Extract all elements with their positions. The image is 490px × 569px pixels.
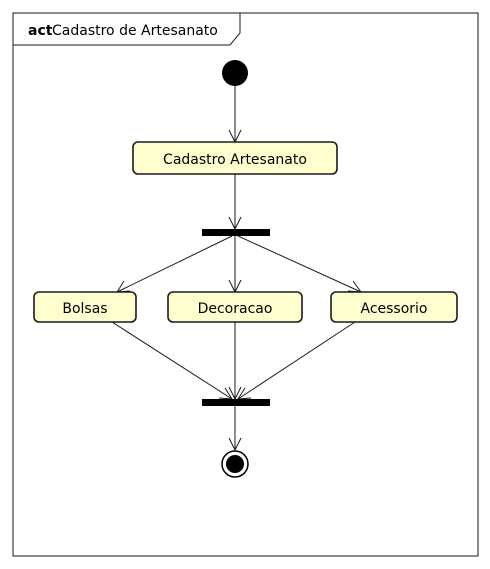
diagram-frame — [12, 12, 479, 557]
frame-keyword: act — [28, 23, 53, 39]
edge-bolsas-to-join — [111, 321, 233, 400]
join-bar — [202, 399, 270, 406]
action-decoracao: Decoracao — [167, 291, 303, 323]
action-label: Acessorio — [360, 301, 427, 317]
arrowhead — [228, 437, 242, 452]
action-box — [33, 291, 137, 323]
initial-node — [222, 60, 248, 86]
frame-title-tab — [12, 12, 241, 46]
action-bolsas: Bolsas — [33, 291, 137, 323]
action-acessorio: Acessorio — [330, 291, 458, 323]
action-label: Decoracao — [198, 301, 273, 317]
edge-acessorio-to-join — [237, 321, 356, 400]
edge-fork-to-bolsas — [116, 235, 233, 293]
action-cadastro-artesanato: Cadastro Artesanato — [132, 141, 338, 175]
frame-title: Cadastro de Artesanato — [52, 23, 218, 39]
final-node-core — [226, 455, 244, 473]
edge-fork-to-acessorio — [237, 235, 362, 293]
action-label: Cadastro Artesanato — [163, 152, 307, 168]
action-box — [330, 291, 458, 323]
action-label: Bolsas — [62, 301, 107, 317]
final-node — [221, 450, 249, 478]
fork-bar — [202, 229, 270, 236]
